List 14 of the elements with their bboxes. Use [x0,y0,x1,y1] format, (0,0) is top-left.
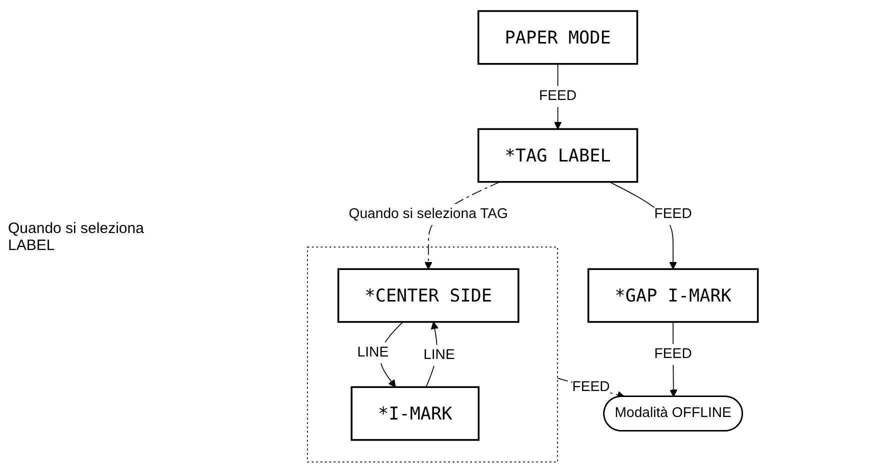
node-box: *GAP I-MARK [587,268,759,323]
node-box: PAPER MODE [477,10,638,65]
node-box: *TAG LABEL [477,128,638,183]
note-text: Quando si seleziona LABEL [8,220,145,254]
edge-label: FEED [572,380,610,395]
edge-label: Quando si seleziona TAG [348,206,508,222]
edge-label: FEED [538,88,576,104]
edge-label: LINE [357,344,388,360]
node-box: *I-MARK [350,386,480,441]
edge-label: FEED [654,346,692,362]
edge-label: FEED [654,206,692,222]
edge-label: LINE [423,348,455,363]
cluster [306,246,558,462]
node-box: *CENTER SIDE [337,268,520,323]
